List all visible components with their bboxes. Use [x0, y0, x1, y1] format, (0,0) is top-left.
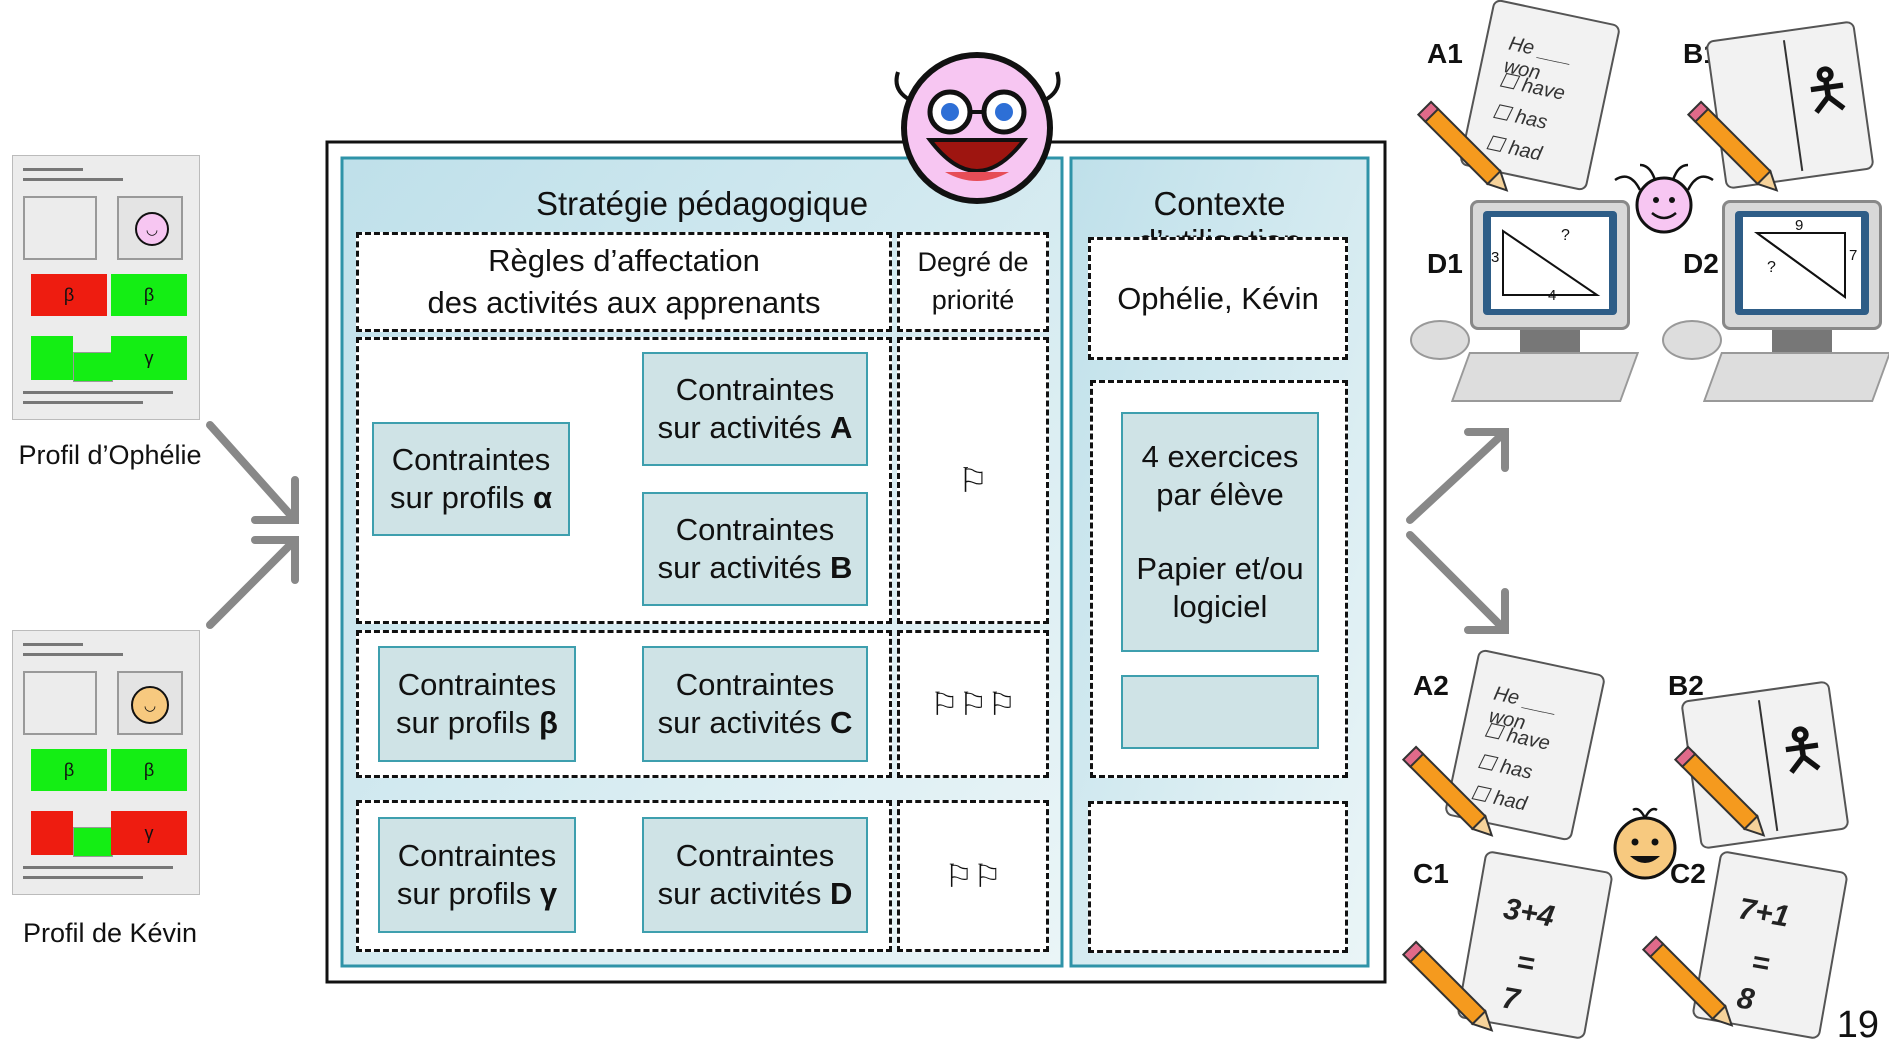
activity-label-A2: A2 — [1413, 670, 1449, 701]
flag-icon: ⚐ — [929, 686, 959, 722]
flag-icon: ⚐ — [973, 858, 1002, 894]
context-empty-box — [1121, 675, 1319, 749]
kevin-beta-cell: β — [111, 749, 187, 791]
context-learners-box: Ophélie, Kévin — [1088, 237, 1348, 360]
context-learners: Ophélie, Kévin — [1117, 280, 1319, 316]
flag-icon: ⚐ — [957, 461, 989, 500]
context-bottom-box — [1088, 801, 1348, 953]
rule-beta-priority: ⚐⚐⚐ — [897, 630, 1049, 778]
rules-header-line1: Règles d’affectation — [488, 243, 760, 279]
activity-constraint-C: Contraintes sur activités C — [642, 646, 868, 762]
ophelie-face-icon — [1614, 163, 1714, 234]
teacher-face-icon — [894, 52, 1061, 204]
flag-icon: ⚐ — [958, 686, 988, 722]
flag-icon: ⚐ — [944, 858, 973, 894]
page-number: 19 — [1836, 1004, 1879, 1046]
activity-label-D2: D2 — [1683, 248, 1719, 279]
arrow-icon — [206, 421, 299, 629]
computer-D2: 9 7 ? — [1722, 200, 1882, 330]
flag-icon: ⚐ — [987, 686, 1017, 722]
priority-header-line2: priorité — [931, 285, 1015, 315]
mouse-icon — [1410, 320, 1470, 360]
rule-gamma-priority: ⚐⚐ — [897, 800, 1049, 952]
profile-constraint-alpha: Contraintes sur profils α — [372, 422, 570, 536]
kevin-face-icon — [1613, 807, 1677, 880]
activity-label-C2: C2 — [1670, 858, 1706, 889]
kevin-gamma-cell: γ — [111, 811, 187, 855]
mouse-icon — [1662, 320, 1722, 360]
activity-constraint-A: Contraintes sur activités A — [642, 352, 868, 466]
context-exercises-box: 4 exercices par élève Papier et/ou logic… — [1121, 412, 1319, 652]
ophelie-beta-cell: β — [111, 274, 187, 316]
priority-header: Degré de priorité — [897, 232, 1049, 332]
rules-header: Règles d’affectation des activités aux a… — [356, 232, 892, 332]
rule-alpha-priority: ⚐ — [897, 337, 1049, 624]
profile-constraint-gamma: Contraintes sur profils γ — [378, 817, 576, 933]
kevin-beta-cell: β — [31, 749, 107, 791]
ophelie-profile-document: ◡ β β γ — [12, 155, 200, 420]
stick-figure-icon: 🯅 — [1798, 54, 1856, 124]
computer-D1: 3 4 ? — [1470, 200, 1630, 330]
pencil-icon — [1673, 745, 1766, 837]
pencil-icon — [1401, 940, 1494, 1032]
pencil-icon — [1686, 100, 1779, 192]
kevin-mini-face-icon: ◡ — [131, 686, 169, 724]
pencil-icon — [1641, 935, 1734, 1027]
ophelie-profile-label: Profil d’Ophélie — [18, 440, 202, 470]
strategy-title: Stratégie pédagogique — [535, 185, 869, 222]
pencil-icon — [1416, 100, 1509, 192]
arrow-icon — [1406, 428, 1509, 634]
activity-constraint-D: Contraintes sur activités D — [642, 817, 868, 933]
activity-label-D1: D1 — [1427, 248, 1463, 279]
ophelie-beta-cell: β — [31, 274, 107, 316]
activity-label-A1: A1 — [1427, 38, 1463, 69]
activity-constraint-B: Contraintes sur activités B — [642, 492, 868, 606]
activity-label-C1: C1 — [1413, 858, 1449, 889]
kevin-profile-document: ◡ β β γ — [12, 630, 200, 895]
ophelie-gamma-cell: γ — [111, 336, 187, 380]
rules-header-line2: des activités aux apprenants — [427, 285, 821, 320]
kevin-profile-label: Profil de Kévin — [22, 918, 198, 948]
pencil-icon — [1401, 745, 1494, 837]
priority-header-line1: Degré de — [917, 247, 1029, 278]
profile-constraint-beta: Contraintes sur profils β — [378, 646, 576, 762]
activity-label-B2: B2 — [1668, 670, 1704, 701]
ophelie-mini-face-icon: ◡ — [135, 212, 169, 246]
